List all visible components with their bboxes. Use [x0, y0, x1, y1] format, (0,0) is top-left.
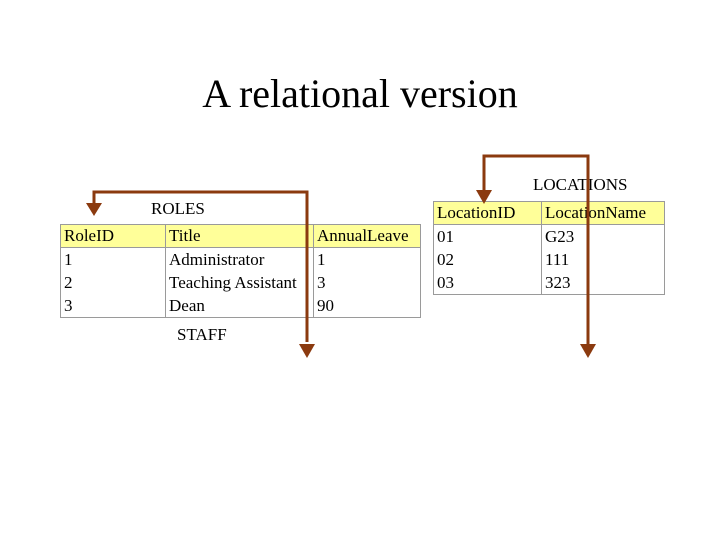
table-row: 1 Administrator 1: [60, 247, 421, 271]
locations-header-locationid: LocationID: [433, 201, 542, 225]
table-row: 01 G23: [433, 224, 665, 248]
staff-table-label: STAFF: [177, 325, 227, 344]
arrowhead-icon: [580, 344, 596, 358]
roles-table-label: ROLES: [151, 199, 205, 218]
roles-header-roleid: RoleID: [60, 224, 166, 248]
locations-header-locationname: LocationName: [541, 201, 665, 225]
roles-table: RoleID Title AnnualLeave 1 Administrator…: [60, 224, 421, 318]
locations-table-label: LOCATIONS: [533, 175, 628, 194]
roles-header-row: RoleID Title AnnualLeave: [60, 224, 421, 248]
table-row: 03 323: [433, 271, 665, 295]
roles-cell-title: Dean: [165, 294, 314, 318]
roles-cell-title: Teaching Assistant: [165, 271, 314, 294]
roles-link-arrow: [86, 190, 315, 358]
slide-title: A relational version: [202, 71, 518, 116]
roles-cell-annualleave: 90: [313, 294, 421, 318]
locations-cell-locationname: G23: [541, 224, 665, 248]
locations-link-line: [482, 154, 590, 346]
locations-table: LocationID LocationName 01 G23 02 111 03…: [433, 201, 665, 295]
locations-cell-locationname: 323: [541, 271, 665, 295]
roles-cell-title: Administrator: [165, 247, 314, 271]
roles-header-title: Title: [165, 224, 314, 248]
locations-link-arrow: [476, 154, 596, 358]
arrowhead-icon: [299, 344, 315, 358]
arrowhead-icon: [86, 203, 102, 216]
locations-header-row: LocationID LocationName: [433, 201, 665, 225]
roles-link-line: [92, 190, 309, 342]
roles-cell-annualleave: 3: [313, 271, 421, 294]
locations-cell-locationid: 03: [433, 271, 542, 295]
roles-header-annualleave: AnnualLeave: [313, 224, 421, 248]
table-row: 02 111: [433, 248, 665, 271]
locations-cell-locationname: 111: [541, 248, 665, 271]
table-row: 3 Dean 90: [60, 294, 421, 318]
table-row: 2 Teaching Assistant 3: [60, 271, 421, 294]
roles-cell-annualleave: 1: [313, 247, 421, 271]
arrowhead-icon: [476, 190, 492, 204]
